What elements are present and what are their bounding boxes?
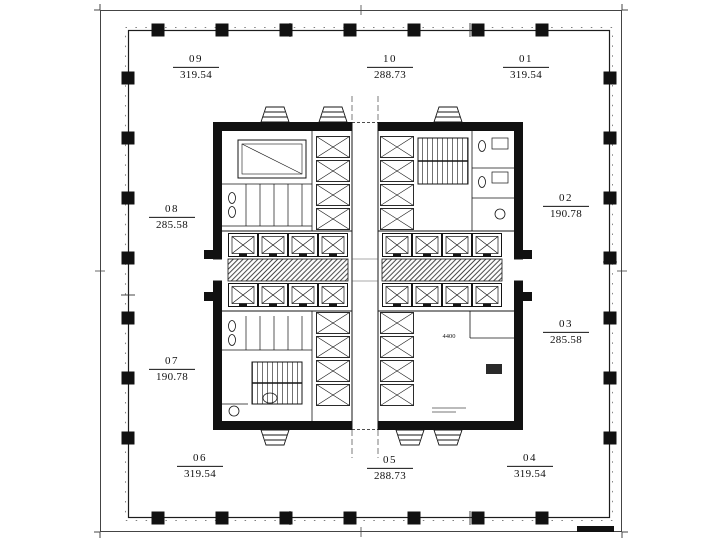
fraction-line [503, 66, 549, 68]
vent-louvers [260, 106, 463, 446]
corridor-doors [352, 258, 378, 282]
fraction-line [543, 331, 589, 333]
unit-area: 190.78 [155, 370, 189, 383]
fraction-line [149, 368, 195, 370]
fraction-line [507, 465, 553, 467]
unit-label-08: 08 285.58 [146, 203, 198, 231]
unit-number: 07 [165, 354, 179, 367]
title-block-bar [577, 526, 614, 532]
unit-label-04: 04 319.54 [504, 452, 556, 480]
unit-area: 319.54 [179, 68, 213, 81]
unit-area: 319.54 [183, 467, 217, 480]
core-interior-right: 4400 [378, 131, 514, 413]
fraction-line [367, 467, 413, 469]
fraction-line [367, 66, 413, 68]
sheet-border [94, 4, 628, 538]
unit-area: 319.54 [513, 467, 547, 480]
unit-number: 10 [383, 52, 397, 65]
unit-number: 06 [193, 451, 207, 464]
lobby-hatch-right [381, 258, 503, 282]
dim-text: 4400 [443, 333, 456, 340]
unit-label-06: 06 319.54 [174, 452, 226, 480]
unit-area: 285.58 [549, 333, 583, 346]
unit-area: 285.58 [155, 218, 189, 231]
fraction-line [149, 216, 195, 218]
fraction-line [177, 465, 223, 467]
unit-number: 03 [559, 317, 573, 330]
axis-lines [351, 96, 379, 458]
fraction-line [543, 205, 589, 207]
unit-number: 05 [383, 453, 397, 466]
elevator-bank-left [227, 233, 349, 307]
core-corridor [352, 122, 378, 430]
stair-bottom-left [251, 361, 303, 405]
unit-number: 02 [559, 191, 573, 204]
elevator-bank-right [381, 233, 503, 307]
unit-number: 09 [189, 52, 203, 65]
unit-area: 288.73 [373, 68, 407, 81]
unit-area: 190.78 [549, 207, 583, 220]
washroom-top-right [471, 131, 514, 231]
lobby-hatch-left [227, 258, 349, 282]
unit-label-05: 05 288.73 [364, 454, 416, 482]
unit-area: 319.54 [509, 68, 543, 81]
unit-label-01: 01 319.54 [500, 53, 552, 81]
unit-area: 288.73 [373, 469, 407, 482]
unit-label-02: 02 190.78 [540, 192, 592, 220]
unit-label-10: 10 288.73 [364, 53, 416, 81]
unit-number: 08 [165, 202, 179, 215]
unit-label-03: 03 285.58 [540, 318, 592, 346]
fraction-line [173, 66, 219, 68]
washroom-top-left [222, 131, 313, 231]
floor-plate-outline [125, 27, 613, 521]
stair-top-right [417, 137, 469, 185]
unit-number: 01 [519, 52, 533, 65]
unit-label-07: 07 190.78 [146, 355, 198, 383]
unit-label-09: 09 319.54 [170, 53, 222, 81]
room-bottom-right: 4400 [432, 311, 514, 413]
unit-number: 04 [523, 451, 537, 464]
core-interior-left [222, 131, 352, 421]
